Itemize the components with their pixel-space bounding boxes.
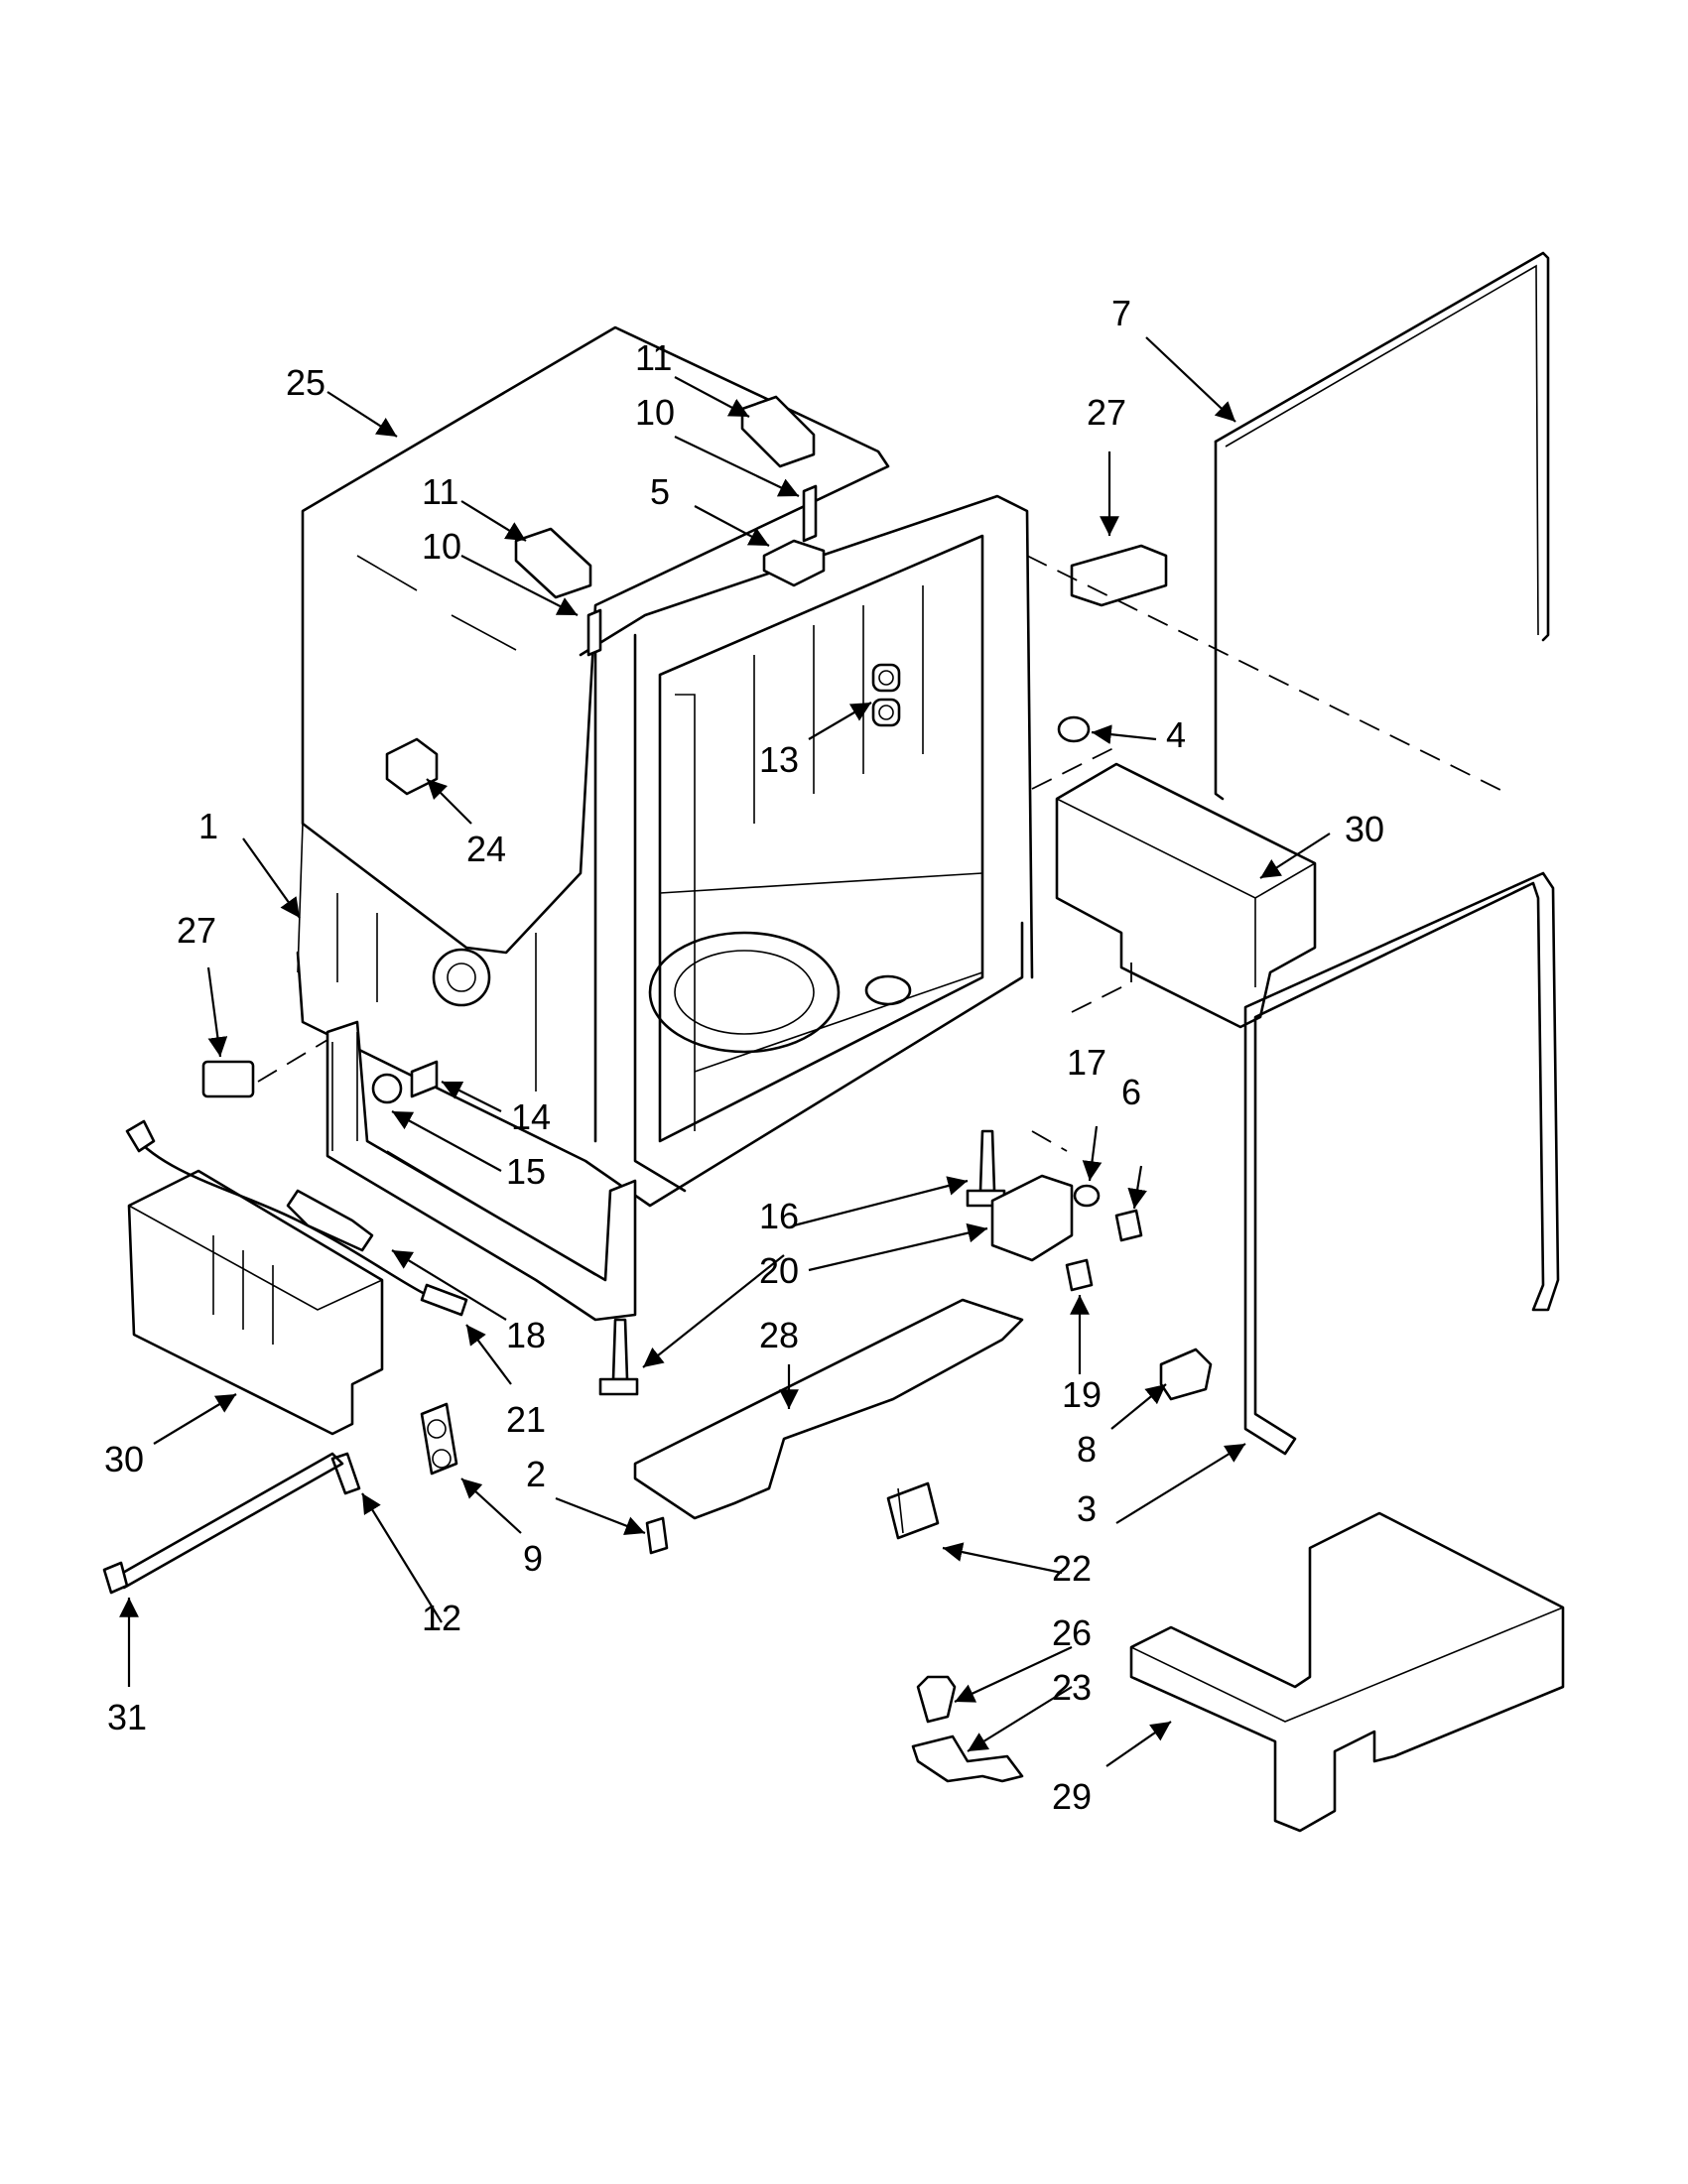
callout-8: 8 [1077, 1429, 1097, 1470]
callout-31: 31 [107, 1697, 147, 1737]
clip-upper-right [1070, 544, 1168, 607]
screw-14 [410, 1060, 439, 1098]
screw-left [586, 608, 602, 657]
alignment-lines [257, 555, 1509, 1152]
callout-30-left: 30 [104, 1439, 144, 1479]
callout-23: 24 [466, 829, 506, 869]
callout-18: 18 [506, 1315, 546, 1355]
callout-11-top: 11 [635, 337, 672, 378]
callout-7: 7 [1111, 293, 1131, 333]
mounting-bracket-upper [740, 395, 816, 468]
washer-17 [1073, 1184, 1101, 1208]
toe-panel [633, 1298, 1024, 1520]
callout-3: 3 [1077, 1488, 1097, 1529]
callout-10-top: 10 [635, 392, 675, 433]
bracket-20 [990, 1174, 1074, 1262]
callout-1: 1 [198, 806, 218, 846]
door-gasket-top [1214, 251, 1550, 801]
leveling-leg-left [598, 1318, 639, 1396]
rack-stop-clips [871, 663, 901, 727]
callout-25: 23 [1052, 1667, 1092, 1708]
callout-22: 22 [1052, 1548, 1092, 1589]
callout-6: 6 [1121, 1072, 1141, 1112]
tub-insulation-blanket [297, 325, 890, 973]
callout-13: 13 [759, 739, 799, 780]
clip-left [201, 1060, 255, 1098]
screw-6 [1114, 1209, 1143, 1242]
screw-upper [802, 484, 818, 543]
callout-21: 21 [506, 1399, 546, 1440]
callout-20: 20 [759, 1250, 799, 1291]
mounting-bracket-left [514, 527, 592, 599]
dishwasher-tub [296, 494, 1034, 1208]
callout-14: 14 [511, 1096, 551, 1137]
callout-2: 2 [526, 1454, 546, 1494]
callout-28: 28 [759, 1315, 799, 1355]
switch-22 [886, 1481, 940, 1540]
insulation-side-left [127, 1169, 384, 1436]
callout-5: 5 [650, 471, 670, 512]
callout-30-right: 30 [1345, 809, 1384, 849]
callout-12: 12 [422, 1598, 461, 1638]
plug-small [1057, 715, 1091, 743]
grommet-9 [420, 1402, 458, 1476]
callout-27-top: 27 [1087, 392, 1126, 433]
callout-24: 25 [286, 362, 325, 403]
insulation-side-right [1055, 762, 1317, 1029]
leveling-leg-right [966, 1129, 1006, 1208]
bracket-25 [911, 1734, 1024, 1783]
callout-leaders [119, 336, 1331, 1767]
base-frame [325, 1020, 637, 1322]
callout-15: 15 [506, 1151, 546, 1192]
screw-19 [1065, 1258, 1094, 1292]
callout-19: 19 [1062, 1374, 1102, 1415]
callout-29: 29 [1052, 1776, 1092, 1817]
callout-26: 26 [1052, 1612, 1092, 1653]
callout-9: 9 [523, 1538, 543, 1579]
screw-12 [330, 1452, 361, 1495]
vent-piece [762, 539, 826, 587]
cable-tie [102, 1452, 344, 1595]
callout-16-upper: 16 [759, 1196, 799, 1236]
callout-labels: 25 11 10 11 10 5 7 27 13 4 30 24 1 27 14… [104, 293, 1384, 1817]
door-gasket-bottom [1243, 871, 1560, 1456]
callout-27-left: 27 [177, 910, 216, 951]
callout-17: 17 [1067, 1042, 1106, 1083]
cap-26 [916, 1675, 957, 1724]
clip-8 [1159, 1348, 1213, 1401]
base-insulation [1129, 1511, 1565, 1833]
callout-11-left: 11 [422, 471, 458, 512]
foot-2 [645, 1516, 669, 1555]
wire-harness [125, 1119, 468, 1317]
callout-4: 4 [1166, 714, 1186, 755]
callout-10-left: 10 [422, 526, 461, 567]
